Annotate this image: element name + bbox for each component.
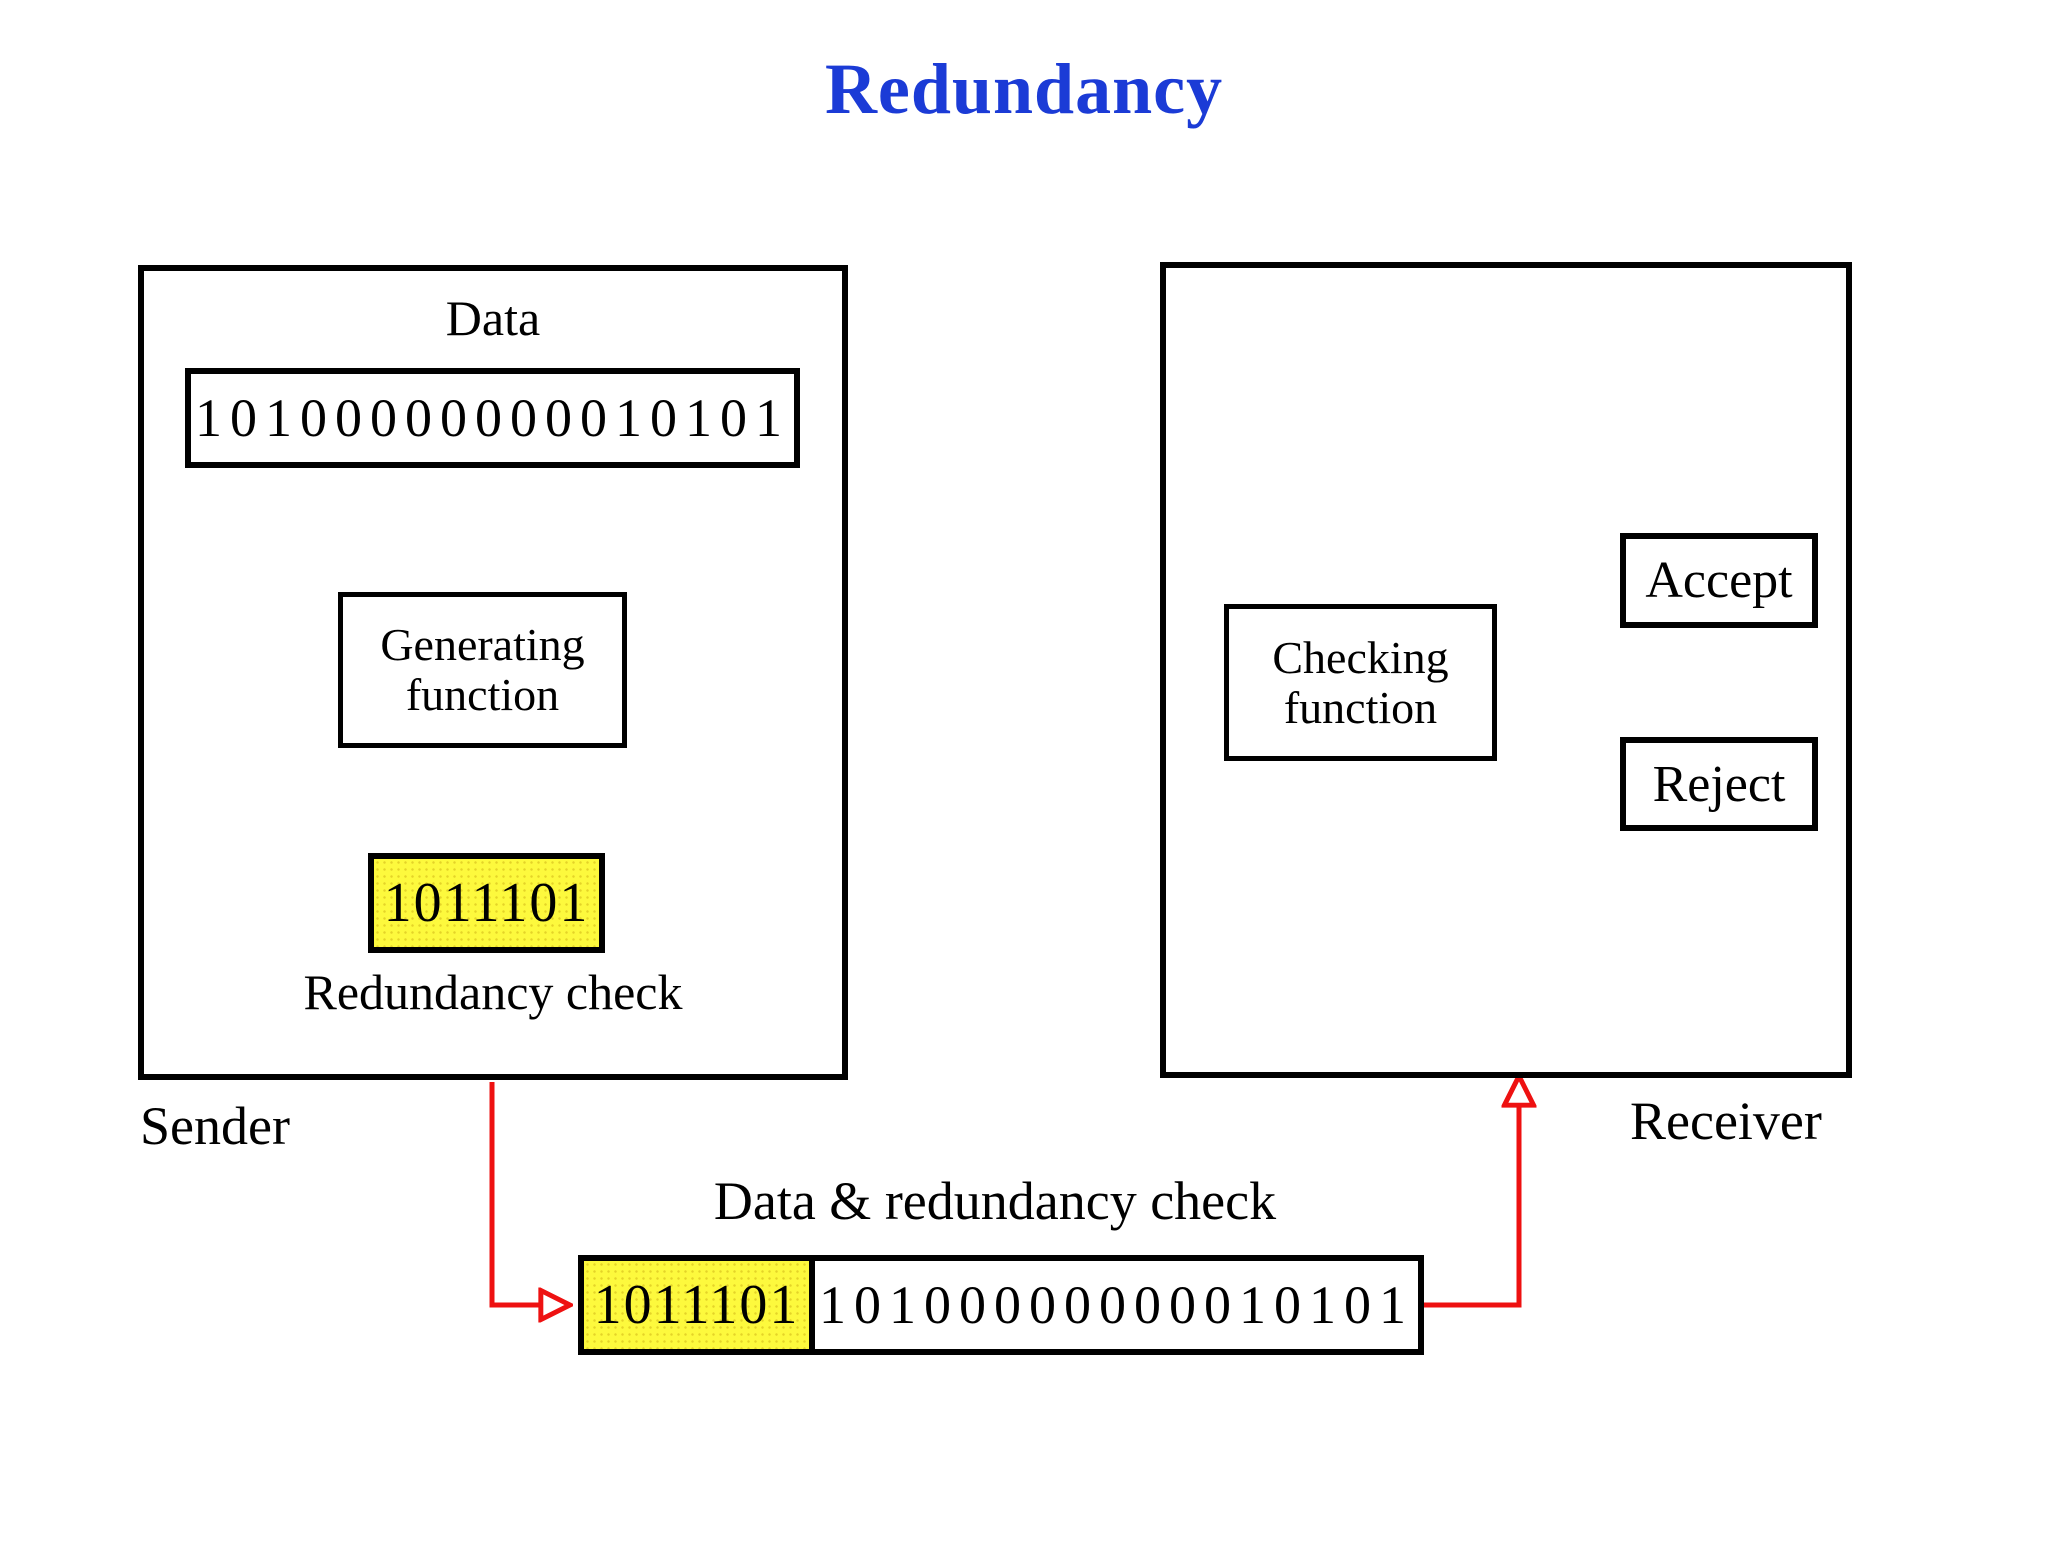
checking-function-line1: Checking	[1272, 631, 1449, 683]
receiver-label: Receiver	[1630, 1091, 1822, 1151]
data-label: Data	[445, 290, 541, 346]
accept-box: Accept	[1620, 533, 1818, 628]
redundancy-check-bits-box: 1011101	[368, 853, 605, 953]
redundancy-check-label: Redundancy check	[303, 964, 683, 1020]
page-title: Redundancy	[824, 49, 1224, 129]
frame-data-bits-segment: 10100000000010101	[812, 1255, 1424, 1355]
arrow-frame-to-receiver	[1424, 1076, 1519, 1308]
checking-function-line2: function	[1283, 681, 1438, 733]
transmitted-frame-box: 1011101 10100000000010101	[578, 1255, 1424, 1355]
reject-box: Reject	[1620, 737, 1818, 831]
generating-function-line2: function	[405, 669, 560, 720]
checking-function-box: Checking function	[1224, 604, 1497, 761]
generating-function-line1: Generating	[380, 619, 585, 671]
sender-label: Sender	[140, 1096, 290, 1156]
frame-check-bits-segment: 1011101	[578, 1255, 812, 1355]
frame-label: Data & redundancy check	[713, 1171, 1277, 1231]
generating-function-box: Generating function	[338, 592, 627, 748]
sender-data-bits-box: 10100000000010101	[185, 368, 800, 468]
